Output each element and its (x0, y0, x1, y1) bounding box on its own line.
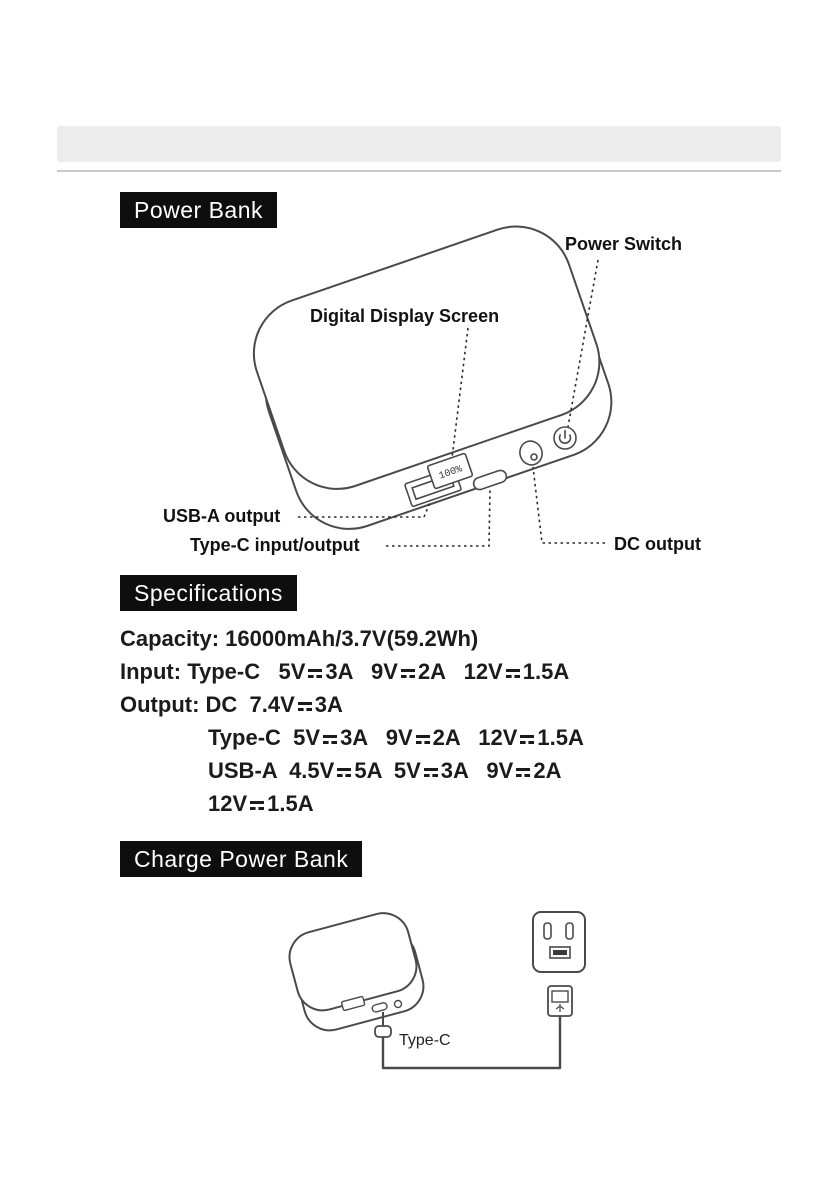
dc-voltage-symbol-icon (296, 699, 314, 713)
dc-voltage-symbol-icon (514, 765, 532, 779)
leader-display (451, 327, 469, 459)
leader-usb-a (298, 499, 432, 518)
leader-type-c (386, 487, 491, 547)
dc-voltage-symbol-icon (335, 765, 353, 779)
label-dc-output: DC output (614, 534, 701, 554)
dc-voltage-symbol-icon (321, 732, 339, 746)
small-bank-ports (340, 995, 403, 1013)
charge-cable (381, 1016, 562, 1070)
dc-voltage-symbol-icon (248, 798, 266, 812)
section-title-charge-power-bank: Charge Power Bank (120, 841, 363, 877)
label-usb-a-output: USB-A output (163, 506, 281, 526)
usb-plug (547, 985, 573, 1017)
spec-lines: Capacity: 16000mAh/3.7V(59.2Wh) Input: Ty… (120, 622, 584, 820)
cable-label: Type-C (399, 1032, 451, 1049)
type-c-port (472, 469, 508, 491)
label-type-c-input-output: Type-C input/output (190, 535, 360, 555)
section-title-power-bank: Power Bank (120, 192, 278, 228)
dc-voltage-symbol-icon (422, 765, 440, 779)
top-banner (57, 126, 781, 162)
spec-line: Capacity: 16000mAh/3.7V(59.2Wh) (120, 626, 479, 651)
charge-diagram (288, 911, 586, 1070)
label-digital-display-screen: Digital Display Screen (310, 306, 500, 326)
dc-voltage-symbol-icon (504, 666, 522, 680)
power-bank-device: 100% (252, 225, 613, 530)
leader-lines (298, 259, 605, 547)
section-title-specifications: Specifications (120, 575, 297, 611)
dc-voltage-symbol-icon (518, 732, 536, 746)
dc-jack (519, 440, 543, 466)
power-button (553, 426, 577, 450)
display-screen: 100% (426, 452, 474, 490)
dc-voltage-symbol-icon (399, 666, 417, 680)
leader-dc (532, 466, 605, 544)
wall-adapter (532, 911, 586, 973)
divider-line (57, 170, 781, 172)
label-power-switch: Power Switch (565, 234, 683, 254)
dc-voltage-symbol-icon (414, 732, 432, 746)
usb-trident-icon (555, 1004, 565, 1012)
leader-power-switch (567, 259, 599, 428)
device-body-top (252, 225, 601, 490)
dc-voltage-symbol-icon (306, 666, 324, 680)
